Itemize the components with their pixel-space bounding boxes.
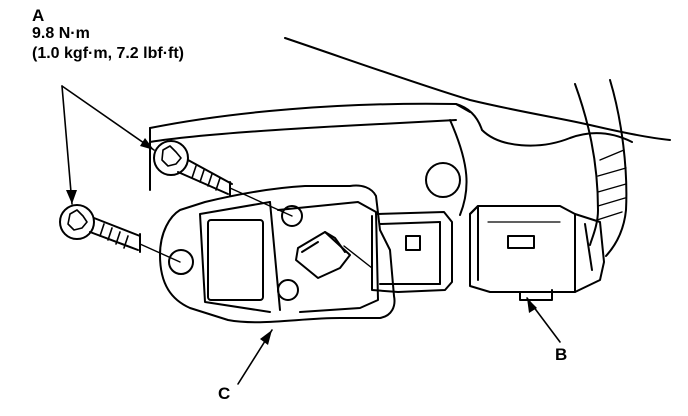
arrowhead-upper-bolt	[140, 138, 154, 150]
arrowhead-connector-b	[527, 298, 537, 313]
torque-spec-metric: 9.8 N·m	[32, 25, 90, 42]
callout-b: B	[555, 345, 568, 364]
wire-harness	[574, 79, 628, 257]
connector-b	[469, 205, 605, 301]
callout-c: C	[218, 384, 231, 403]
arrowhead-sensor-c	[260, 330, 272, 345]
lower-bolt	[59, 204, 141, 253]
arrowhead-lower-bolt	[66, 190, 77, 204]
callout-a: A	[32, 6, 45, 25]
impact-sensor-c	[159, 184, 453, 324]
mounting-panel	[149, 37, 671, 216]
installation-lines	[139, 187, 373, 269]
torque-spec-alternate: (1.0 kgf·m, 7.2 lbf·ft)	[32, 45, 185, 62]
upper-bolt	[153, 140, 233, 197]
arrowheads	[66, 138, 537, 345]
